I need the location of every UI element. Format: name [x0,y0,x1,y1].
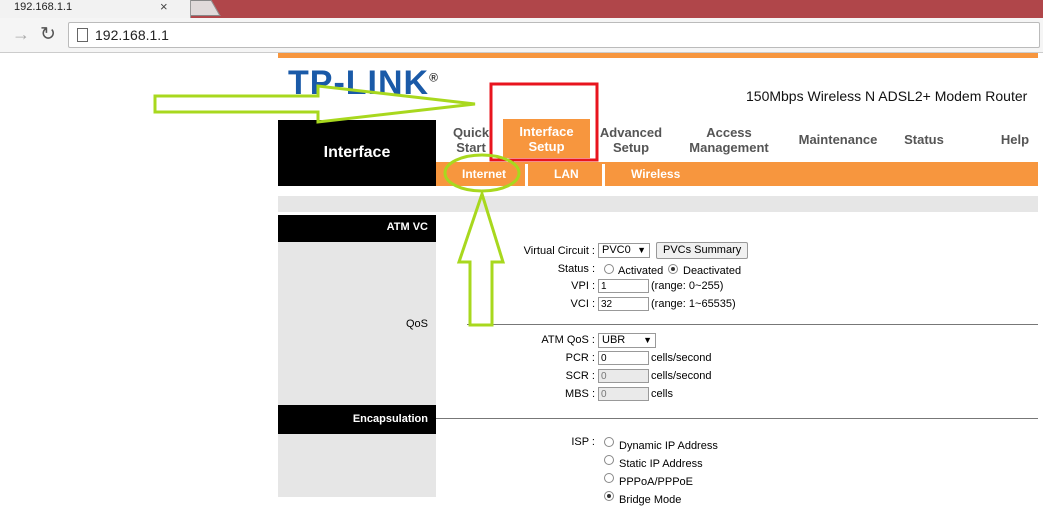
vpi-range: (range: 0~255) [651,280,724,292]
menu-interface-setup-line2: Setup [528,139,565,154]
reload-icon[interactable]: ↻ [40,24,56,45]
left-panel-encapsulation [278,434,436,497]
browser-tab-bar: 192.168.1.1 × [0,0,1043,18]
menu-access-management-line1: Access [706,125,752,140]
isp-static-ip-label: Static IP Address [619,458,703,470]
menu-access-management[interactable]: Access Management [683,125,775,155]
atm-qos-label: ATM QoS : [541,334,595,346]
menu-access-management-line2: Management [689,140,769,155]
dropdown-arrow-icon: ▼ [643,335,652,345]
qos-divider [467,324,1038,325]
forward-arrow-icon[interactable]: → [12,24,30,44]
address-bar-url: 192.168.1.1 [95,27,169,43]
subtab-lan[interactable]: LAN [554,167,579,181]
submenu-separator [525,164,528,186]
vci-range: (range: 1~65535) [651,298,736,310]
browser-tab[interactable]: 192.168.1.1 × [0,0,191,18]
atm-qos-select[interactable]: UBR ▼ [598,333,656,348]
isp-label: ISP : [571,436,595,448]
header-accent-line [278,53,1038,58]
isp-pppoe-radio[interactable] [604,473,614,483]
menu-help[interactable]: Help [1000,132,1030,147]
scr-unit: cells/second [651,370,712,382]
menu-quick-start[interactable]: Quick Start [445,125,497,155]
status-activated-radio[interactable] [604,264,614,274]
isp-static-ip-radio[interactable] [604,455,614,465]
vpi-label: VPI : [571,280,595,292]
address-bar[interactable]: 192.168.1.1 [68,22,1040,48]
section-title-box: Interface [278,120,436,186]
isp-dynamic-ip-radio[interactable] [604,437,614,447]
virtual-circuit-label: Virtual Circuit : [523,245,595,257]
subtab-internet[interactable]: Internet [462,167,507,181]
isp-bridge-mode-label: Bridge Mode [619,494,682,506]
logo-registered-mark: ® [429,70,439,85]
virtual-circuit-value: PVC0 [602,244,631,256]
submenu-bar: Internet LAN Wireless [436,162,1038,186]
dropdown-arrow-icon: ▼ [637,245,646,255]
atm-qos-value: UBR [602,334,626,346]
page-icon [77,28,88,42]
pcr-input[interactable]: 0 [598,351,649,365]
tab-close-icon[interactable]: × [160,0,168,14]
vpi-input[interactable]: 1 [598,279,649,293]
status-deactivated-radio[interactable] [668,264,678,274]
pcr-label: PCR : [565,352,595,364]
section-label-qos: QoS [406,318,429,330]
logo-text: TP-LINK [288,64,430,102]
left-panel-atm [278,242,436,405]
pcr-unit: cells/second [651,352,712,364]
mbs-label: MBS : [565,388,595,400]
isp-pppoe-label: PPPoA/PPPoE [619,476,693,488]
vci-label: VCI : [570,298,595,310]
menu-advanced-setup[interactable]: Advanced Setup [597,125,665,155]
content-top-strip [278,196,1038,212]
menu-maintenance[interactable]: Maintenance [798,132,878,147]
menu-interface-setup[interactable]: Interface Setup [503,119,590,158]
tplink-logo: TP-LINK® [288,64,439,103]
tab-title: 192.168.1.1 [14,1,73,13]
pvcs-summary-button[interactable]: PVCs Summary [656,242,749,259]
menu-interface-setup-line1: Interface [519,124,574,139]
section-heading-encapsulation: Encapsulation [278,405,436,434]
scr-input: 0 [598,369,649,383]
section-heading-atm-vc: ATM VC [278,215,436,242]
menu-advanced-setup-line1: Advanced [599,125,663,140]
encapsulation-divider [436,418,1038,419]
section-title: Interface [323,144,391,161]
status-activated-label: Activated [618,265,664,277]
isp-bridge-mode-radio[interactable] [604,491,614,501]
mbs-unit: cells [651,388,674,400]
status-deactivated-label: Deactivated [683,265,742,277]
scr-label: SCR : [565,370,595,382]
status-label: Status : [557,263,595,275]
menu-advanced-setup-line2: Setup [612,140,650,155]
menu-quick-start-line2: Start [456,140,486,155]
mbs-input: 0 [598,387,649,401]
router-model-title: 150Mbps Wireless N ADSL2+ Modem Router [746,88,1028,104]
menu-quick-start-line1: Quick [452,125,490,140]
browser-toolbar: → ↻ 192.168.1.1 [0,18,1043,53]
subtab-wireless[interactable]: Wireless [631,167,681,181]
vci-input[interactable]: 32 [598,297,649,311]
menu-status[interactable]: Status [904,132,944,147]
virtual-circuit-select[interactable]: PVC0 ▼ [598,243,650,258]
submenu-separator [602,164,605,186]
isp-dynamic-ip-label: Dynamic IP Address [619,440,718,452]
